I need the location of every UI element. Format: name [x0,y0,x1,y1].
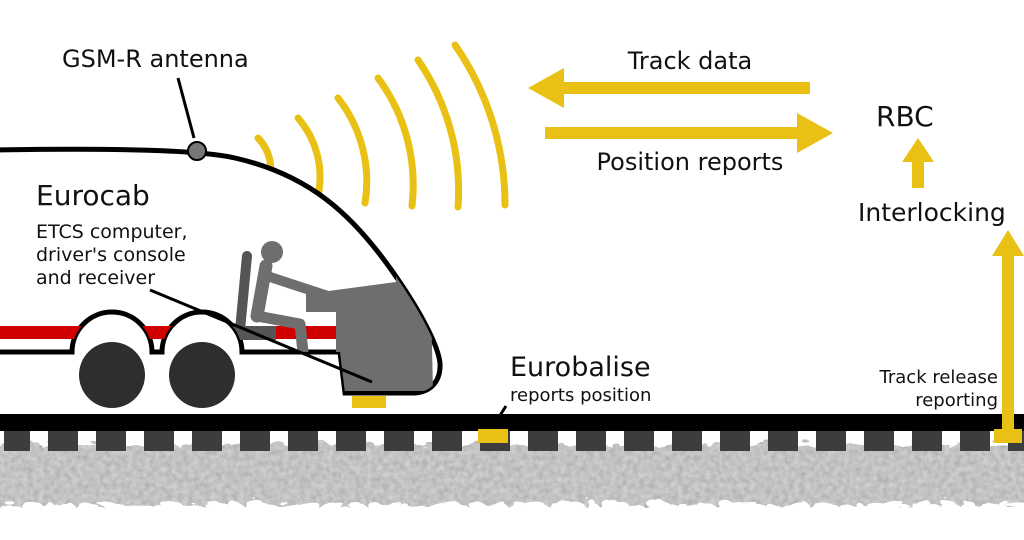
leader-lines [149,77,508,429]
signal-arrows [352,68,1024,443]
train-wheel [79,342,145,408]
track-data-arrow [528,68,810,108]
eurocab-description-line: and receiver [36,267,156,289]
gsmr-leader-line [176,77,196,139]
eurocab-description-line: ETCS computer, [36,221,188,243]
track-release-line: reporting [915,390,998,411]
track-release-line: Track release [879,367,998,388]
eurocab-label: Eurocab [36,179,150,212]
interlocking-label: Interlocking [858,198,1006,227]
radio-waves [254,41,509,211]
position-reports-arrow [545,113,833,153]
interlocking-to-rbc-arrow [902,138,934,188]
gsmr-antenna-label: GSM-R antenna [62,45,249,73]
eurocab-description-line: driver's console [36,244,186,266]
driver-figure [250,241,336,358]
train-wheel [169,342,235,408]
eurobalise-label: Eurobalise [510,352,651,383]
eurocab-description: ETCS computer, driver's console and rece… [36,221,188,290]
position-reports-label: Position reports [596,148,784,176]
onboard-balise-antenna [352,396,386,408]
eurobalise-unit [478,429,508,443]
track-release-sensor [994,429,1022,443]
rbc-label: RBC [876,100,934,133]
track-rail [0,414,1024,431]
railroad-ties [4,431,1024,451]
track-data-label: Track data [627,47,753,75]
track-release-arrow [992,230,1024,432]
eurobalise-leader-line [490,405,508,429]
eurobalise-description: reports position [510,385,652,406]
gsmr-antenna-dome [187,141,207,161]
track-release-label: Track release reporting [850,366,998,412]
eurocab-leader-line [149,288,373,384]
